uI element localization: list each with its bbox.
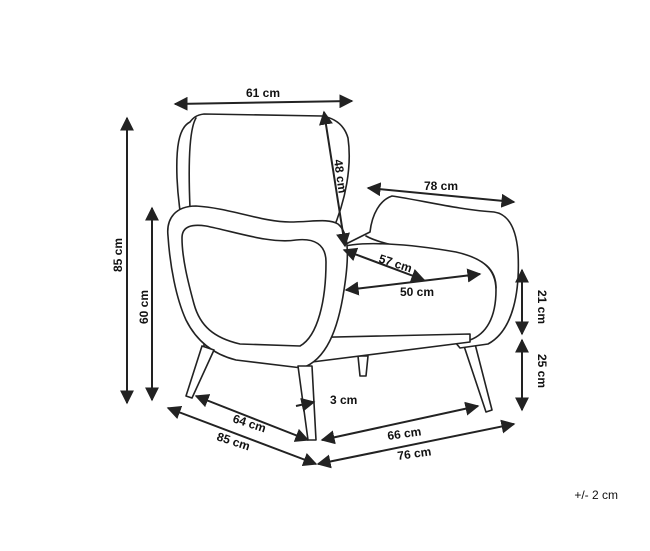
- label-overall-width: 76 cm: [396, 444, 432, 463]
- label-overall-height: 85 cm: [111, 238, 125, 272]
- label-seat-width: 50 cm: [400, 285, 434, 299]
- label-back-height: 48 cm: [331, 158, 350, 194]
- label-arm-height: 60 cm: [137, 290, 151, 324]
- back-middle-leg: [357, 355, 369, 377]
- label-seat-to-back: 78 cm: [424, 179, 458, 193]
- label-inner-width: 66 cm: [386, 424, 422, 443]
- arrow-overall-width: [316, 419, 516, 469]
- label-leg-size: 3 cm: [330, 393, 357, 407]
- dimension-lines: [120, 94, 529, 469]
- label-seat-height: 25 cm: [535, 354, 549, 388]
- label-inner-depth: 64 cm: [231, 412, 268, 436]
- back-right-leg: [461, 339, 493, 413]
- left-arm-panel: [181, 224, 327, 347]
- arrow-seat-to-back: [366, 182, 516, 208]
- arrow-seat-width: [344, 268, 482, 296]
- left-arm: [167, 205, 349, 369]
- front-left-leg: [185, 345, 215, 399]
- arrow-overall-depth: [166, 405, 318, 467]
- backrest-seam: [188, 117, 197, 209]
- label-top-width: 61 cm: [246, 86, 280, 100]
- label-overall-depth: 85 cm: [215, 430, 252, 454]
- tolerance-note: +/- 2 cm: [574, 488, 618, 502]
- label-arm-thickness: 21 cm: [535, 290, 549, 324]
- arrow-top-width: [173, 94, 354, 111]
- arrow-back-height: [319, 110, 350, 248]
